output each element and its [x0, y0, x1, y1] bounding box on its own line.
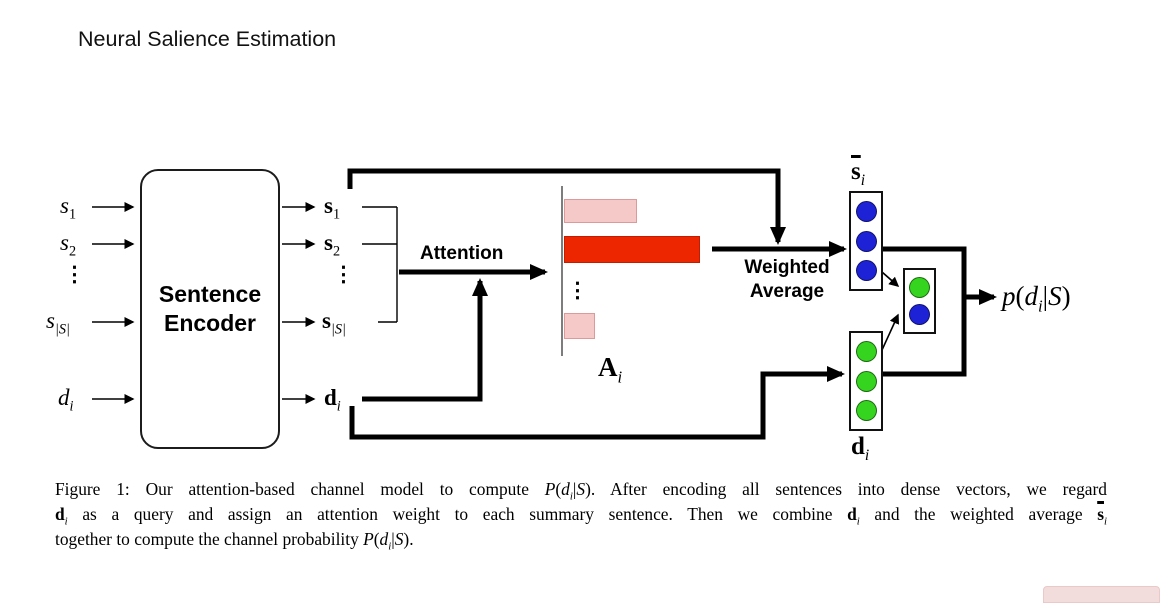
page-title: Neural Salience Estimation	[78, 27, 337, 51]
sbar-label: si	[851, 158, 866, 189]
attention-label: Attention	[420, 243, 504, 264]
input-dots: ⋮	[64, 262, 85, 286]
encoder-input-arrows	[92, 202, 135, 404]
attention-bar-3	[564, 313, 595, 339]
output-dots: ⋮	[333, 262, 354, 286]
combine-node-blue	[909, 304, 930, 326]
sentence-encoder-label-line2: Encoder	[163, 310, 257, 336]
output-probability-label: p(di|S)	[1002, 281, 1071, 316]
sbar-node	[855, 259, 877, 281]
input-label-s2: s2	[60, 230, 77, 260]
input-label-s1: s1	[60, 193, 77, 223]
output-label-s1: s1	[324, 193, 341, 223]
sbar-node	[855, 230, 877, 252]
di-node	[855, 399, 877, 421]
caption-line-1: Figure 1: Our attention-based channel mo…	[55, 479, 1108, 503]
di-vector-box	[849, 331, 883, 431]
attention-matrix-label: Ai	[598, 352, 623, 387]
combine-node-green	[909, 276, 930, 298]
encoder-output-arrows	[282, 202, 316, 404]
input-label-sS: s|S|	[46, 308, 70, 338]
figure-caption: Figure 1: Our attention-based channel mo…	[55, 477, 1107, 552]
sentence-encoder-label-line1: Sentence	[158, 281, 262, 307]
output-label-sS: s|S|	[322, 308, 346, 338]
weighted-average-label-line1: Weighted	[744, 257, 830, 278]
weighted-average-label-line2: Average	[749, 281, 825, 302]
di-node	[855, 370, 877, 392]
sentence-vector-bracket	[362, 206, 398, 323]
input-label-di: di	[58, 385, 74, 415]
di-node	[855, 341, 877, 363]
sbar-vector-box	[849, 191, 883, 291]
bars-dots: ⋮	[567, 278, 588, 302]
attention-bar-1	[564, 199, 637, 223]
bottom-route-line	[349, 366, 845, 440]
combine-vector-box	[903, 268, 936, 334]
query-arrow	[362, 278, 488, 402]
caption-line-2: di as a query and assign an attention we…	[55, 504, 1107, 528]
output-label-s2: s2	[324, 230, 341, 260]
attention-bar-2	[564, 236, 700, 263]
corner-artifact	[1043, 586, 1160, 603]
sbar-node	[855, 201, 877, 223]
weighted-average-label: Weighted Average	[710, 256, 864, 304]
di-vector-label: di	[851, 433, 870, 464]
combine-thin-arrows	[881, 271, 900, 351]
sentence-encoder-box: Sentence Encoder	[140, 169, 280, 449]
output-label-di: di	[324, 385, 341, 415]
caption-line-3: together to compute the channel probabil…	[55, 529, 414, 553]
